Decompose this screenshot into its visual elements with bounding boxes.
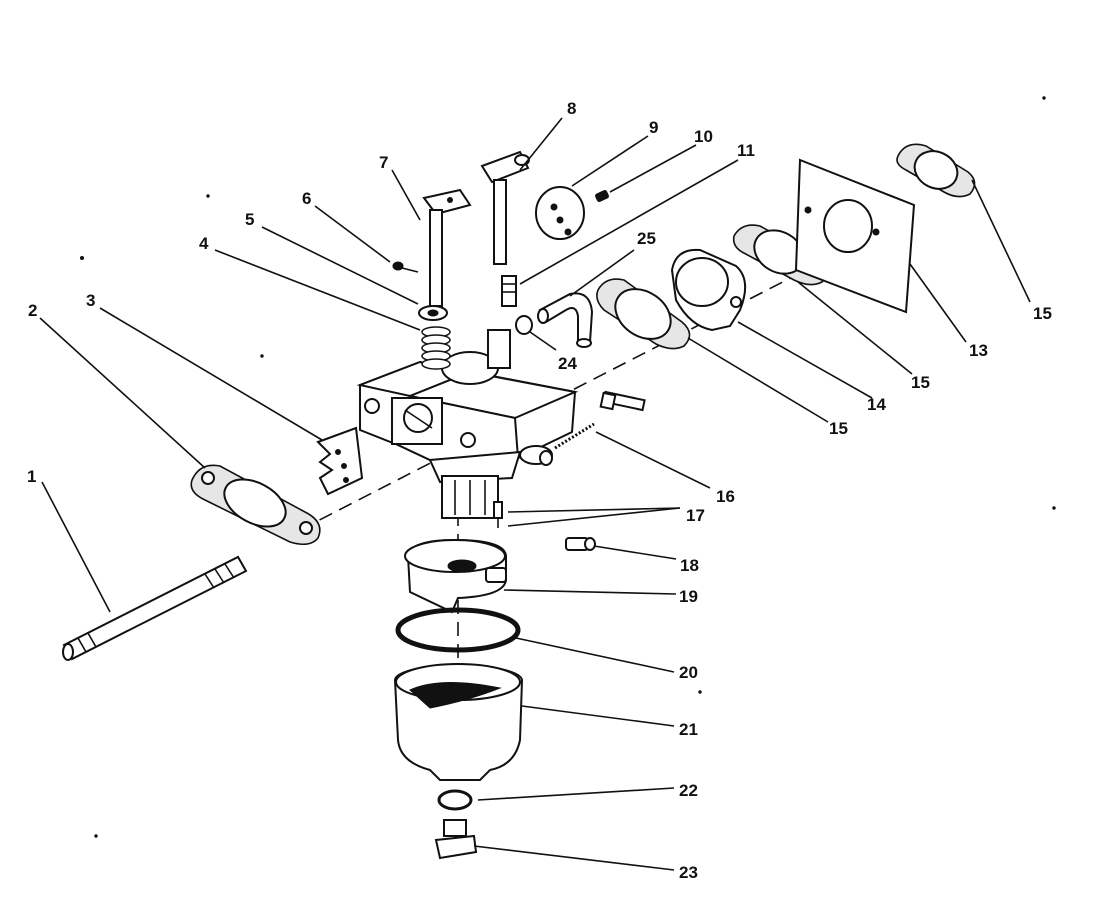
- callout-4: 4: [199, 234, 209, 253]
- part-1-stud: [62, 555, 248, 661]
- callout-15-top-right: 15: [1033, 304, 1052, 323]
- side-screw: [599, 390, 646, 412]
- callout-2: 2: [28, 301, 37, 320]
- callout-6: 6: [302, 189, 311, 208]
- part-18-screw: [565, 537, 596, 551]
- part-7-shaft: [422, 188, 472, 307]
- part-8-throttle-shaft: [480, 150, 530, 265]
- part-14-spacer: [670, 248, 747, 332]
- callout-3: 3: [86, 291, 95, 310]
- callout-10: 10: [694, 127, 713, 146]
- part-21-float-bowl: [393, 662, 524, 781]
- callout-18: 18: [680, 556, 699, 575]
- callout-9: 9: [649, 118, 658, 137]
- part-24-seal: [515, 315, 533, 335]
- part-13-plate: [794, 158, 916, 314]
- callout-16: 16: [716, 487, 735, 506]
- callout-23: 23: [679, 863, 698, 882]
- callout-19: 19: [679, 587, 698, 606]
- callout-13: 13: [969, 341, 988, 360]
- callout-7: 7: [379, 153, 388, 172]
- callout-22: 22: [679, 781, 698, 800]
- part-15-gasket-a: [596, 278, 691, 350]
- part-22-washer: [437, 789, 473, 811]
- part-9-throttle-plate: [535, 186, 585, 240]
- part-19-float: [404, 538, 507, 614]
- callout-11: 11: [737, 141, 755, 160]
- callout-17: 17: [686, 506, 705, 525]
- leader-lines: [39, 117, 1031, 871]
- part-11-fitting: [501, 275, 517, 307]
- carburetor-body: [356, 329, 579, 519]
- callout-1: 1: [27, 467, 36, 486]
- part-23-bowl-nut: [434, 819, 478, 860]
- callout-21: 21: [679, 720, 698, 739]
- part-6-screw: [392, 261, 419, 273]
- callout-labels: 1 2 3 4 5 6 7 8 9 10 11 13 14 15 15 15 1…: [27, 99, 1052, 882]
- callout-20: 20: [679, 663, 698, 682]
- scan-specks: [80, 96, 1056, 838]
- part-20-o-ring: [395, 607, 521, 653]
- callout-15-mid: 15: [911, 373, 930, 392]
- part-25-elbow-tube: [537, 292, 594, 348]
- callout-5: 5: [245, 210, 254, 229]
- part-10-screw: [595, 189, 609, 203]
- callout-25: 25: [637, 229, 656, 248]
- callout-15-lower: 15: [829, 419, 848, 438]
- callout-14: 14: [867, 395, 886, 414]
- callout-8: 8: [567, 99, 576, 118]
- callout-24: 24: [558, 354, 577, 373]
- part-2-gasket: [190, 464, 321, 546]
- part-5-washer: [418, 305, 448, 321]
- part-4-spring: [421, 326, 451, 370]
- part-3-plate: [316, 426, 364, 496]
- part-15-gasket-c: [896, 143, 976, 198]
- part-17-jets: [493, 501, 503, 528]
